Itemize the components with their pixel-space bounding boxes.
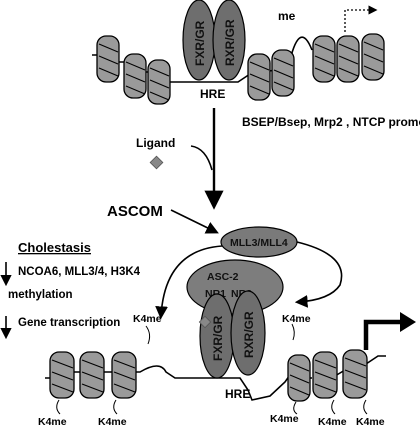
cholestasis-line1: NCOA6, MLL3/4, H3K4 bbox=[18, 266, 141, 278]
cholestasis-line2: methylation bbox=[8, 289, 73, 301]
bottom-hre-label: HRE bbox=[225, 387, 250, 401]
ligand-line bbox=[190, 145, 213, 171]
bottom-fxr-label: FXR/GR bbox=[211, 315, 225, 361]
top-nucleosome-6 bbox=[312, 35, 336, 83]
k4me-tail-bottom-5 bbox=[363, 399, 368, 415]
top-chromatin: FXR/GR RXR/GR HRE me bbox=[92, 0, 385, 105]
top-nucleosome-8 bbox=[361, 33, 385, 81]
bottom-rxr-receptor bbox=[230, 290, 266, 376]
k4me-top-right: K4me bbox=[282, 313, 311, 325]
top-rxr-receptor bbox=[212, 0, 246, 81]
bottom-chromatin: FXR/GR RXR/GR HRE K4me K4me K4me K4me K4… bbox=[38, 290, 416, 428]
bottom-nucleosome-6 bbox=[342, 349, 368, 399]
k4me-tail-top-left bbox=[145, 325, 151, 345]
bottom-nucleosome-1 bbox=[49, 351, 75, 399]
k4me-tail-bottom-3 bbox=[293, 401, 298, 415]
complex-to-left-k4me-arrow bbox=[155, 245, 223, 320]
ascom-label: ASCOM bbox=[107, 203, 163, 220]
top-nucleosome-7 bbox=[336, 35, 360, 83]
cholestasis-panel: Cholestasis NCOA6, MLL3/4, H3K4 methylat… bbox=[0, 240, 141, 340]
top-nucleosome-5 bbox=[271, 49, 295, 97]
mll-label: MLL3/MLL4 bbox=[230, 237, 288, 249]
k4me-bottom-3: K4me bbox=[270, 413, 299, 425]
bottom-nucleosome-2 bbox=[79, 351, 105, 399]
bound-ligand-diamond bbox=[198, 315, 212, 329]
bottom-rxr-label: RXR/GR bbox=[242, 311, 256, 358]
top-hre-label: HRE bbox=[200, 87, 225, 101]
k4me-bottom-4: K4me bbox=[318, 416, 347, 428]
ligand-label: Ligand bbox=[136, 136, 175, 150]
top-fxr-label: FXR/GR bbox=[193, 20, 207, 66]
k4me-tail-top-right bbox=[291, 323, 295, 341]
inactive-transcription-arrow bbox=[344, 5, 378, 32]
bottom-nucleosome-5 bbox=[312, 351, 338, 399]
active-transcription-arrowhead bbox=[400, 312, 416, 332]
top-nucleosome-3 bbox=[147, 59, 171, 105]
top-nucleosome-4 bbox=[247, 53, 271, 101]
k4me-top-left: K4me bbox=[133, 313, 162, 325]
cholestasis-title: Cholestasis bbox=[18, 240, 91, 255]
cholestasis-line3: Gene transcription bbox=[18, 317, 120, 329]
ascom-arrow bbox=[170, 209, 219, 234]
top-nucleosome-1 bbox=[96, 35, 120, 83]
active-transcription-arrow bbox=[363, 319, 404, 350]
k4me-tail-bottom-1 bbox=[56, 399, 61, 415]
promoters-label: BSEP/Bsep, Mrp2 , NTCP promoters bbox=[242, 115, 420, 129]
k4me-tail-bottom-2 bbox=[113, 399, 118, 415]
k4me-bottom-5: K4me bbox=[356, 416, 385, 428]
ligand-diamond bbox=[149, 155, 164, 170]
k4me-bottom-1: K4me bbox=[38, 416, 67, 428]
asc2-label: ASC-2 bbox=[207, 271, 239, 283]
k4me-bottom-2: K4me bbox=[98, 416, 127, 428]
bottom-nucleosome-3 bbox=[111, 351, 137, 399]
top-rxr-label: RXR/GR bbox=[223, 19, 237, 66]
k4me-tail-bottom-4 bbox=[331, 399, 336, 415]
methyl-label: me bbox=[278, 9, 296, 23]
complex-to-right-k4me-arrow bbox=[294, 241, 343, 308]
bottom-nucleosome-4 bbox=[287, 354, 311, 402]
top-nucleosome-2 bbox=[123, 53, 147, 99]
